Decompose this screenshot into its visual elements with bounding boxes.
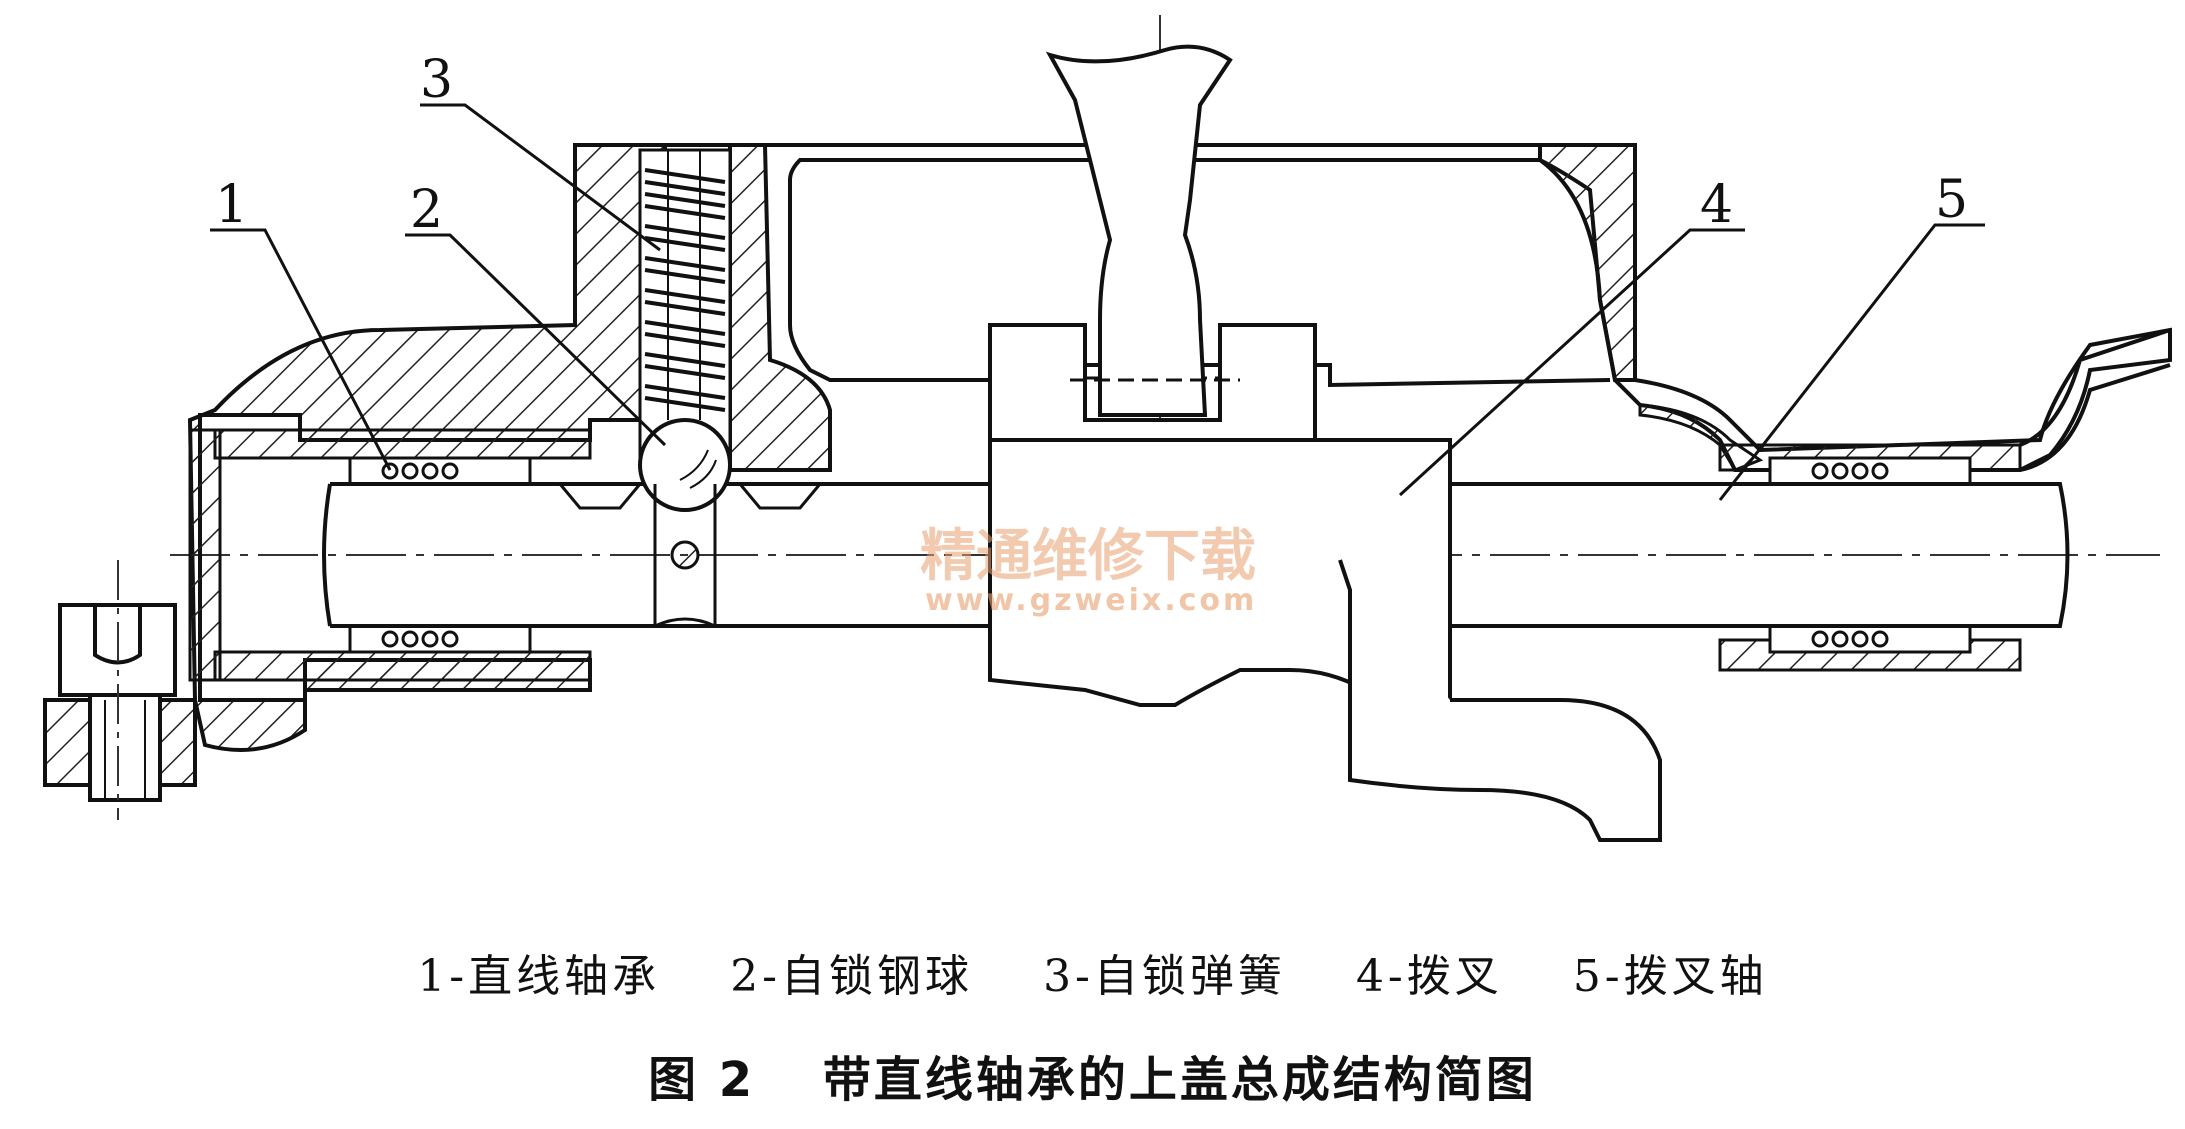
housing-left-boss-2	[728, 143, 832, 472]
legend-item-self-locking-ball: 2-自锁钢球	[730, 951, 974, 1002]
legend-item-linear-bearing: 1-直线轴承	[417, 951, 661, 1002]
leader-3	[420, 103, 661, 252]
shift-fork-body	[988, 323, 1452, 707]
bolt-assembly	[43, 603, 197, 802]
leader-2	[405, 233, 667, 447]
legend-item-self-locking-spring: 3-自锁弹簧	[1043, 951, 1286, 1002]
watermark-line2: www.gzweix.com	[925, 583, 1257, 618]
housing-left-boss	[187, 143, 667, 752]
left-end-cap	[188, 428, 222, 682]
leader-1	[210, 228, 392, 471]
callout-5: 5	[1935, 170, 1968, 230]
figure-caption: 图 2 带直线轴承的上盖总成结构简图	[0, 1040, 2185, 1110]
shift-lever	[1045, 44, 1233, 417]
figure-title: 带直线轴承的上盖总成结构简图	[822, 1052, 1537, 1108]
ball-highlight	[679, 449, 717, 489]
leader-4	[1398, 228, 1745, 497]
callout-3: 3	[420, 50, 453, 110]
callout-4: 4	[1700, 175, 1733, 235]
left-bearing-tube-bottom	[213, 650, 592, 682]
legend-item-shift-fork-shaft: 5-拨叉轴	[1572, 951, 1768, 1002]
fork-leg	[1338, 559, 1662, 842]
linear-bearing-left	[348, 456, 532, 654]
self-locking-spring	[644, 168, 726, 412]
legend-caption: 1-直线轴承 2-自锁钢球 3-自锁弹簧 4-拨叉 5-拨叉轴	[0, 940, 2185, 1004]
pin-bottom-arc	[654, 617, 716, 628]
housing-right-hatched	[1538, 143, 1637, 382]
leader-5	[1718, 223, 1985, 501]
left-bearing-tube-top	[213, 428, 592, 460]
legend-item-shift-fork: 4-拨叉	[1355, 951, 1503, 1002]
figure-number: 图 2	[648, 1052, 756, 1108]
linear-bearing-right	[1768, 456, 1972, 654]
shaft-pin-hole	[670, 540, 700, 570]
shaft-detent-grooves	[558, 483, 822, 510]
callout-1: 1	[215, 175, 248, 235]
right-arm	[2019, 328, 2171, 472]
watermark-line1: 精通维修下载	[920, 524, 1256, 589]
callout-2: 2	[410, 180, 443, 240]
